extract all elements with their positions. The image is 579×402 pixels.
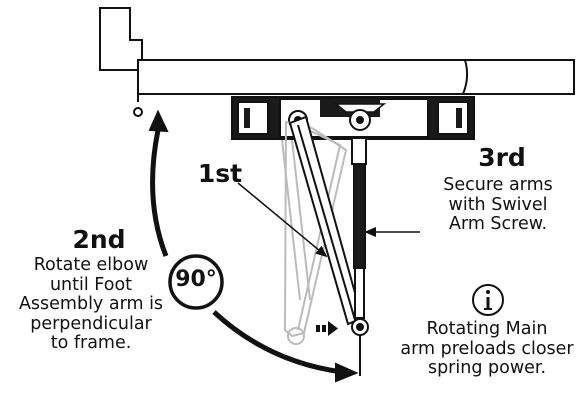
angle-badge-circle bbox=[168, 254, 224, 310]
step-1st-label: 1st bbox=[197, 159, 243, 188]
ghost-arm-positions bbox=[281, 120, 348, 345]
info-description: Rotating Main arm preloads closer spring… bbox=[396, 319, 578, 379]
step-2nd-line: to frame. bbox=[50, 333, 132, 354]
info-line: arm preloads closer bbox=[400, 338, 574, 359]
angle-badge-label: 90° bbox=[175, 267, 217, 292]
rotation-arc-arrow bbox=[148, 109, 359, 383]
rotation-direction-arrow bbox=[316, 321, 338, 336]
closer-body bbox=[231, 96, 475, 140]
leader-1st bbox=[237, 182, 328, 258]
door-frame bbox=[99, 7, 575, 117]
info-line: Rotating Main bbox=[426, 319, 548, 339]
step-3rd-line: Arm Screw. bbox=[448, 214, 548, 235]
step-3rd-label: 3rd bbox=[478, 143, 526, 172]
step-2nd-description: Rotate elbow until Foot Assembly arm is … bbox=[0, 255, 182, 354]
foot-assembly-arm bbox=[351, 137, 369, 376]
info-line: spring power. bbox=[427, 358, 547, 379]
step-3rd-description: Secure arms with Swivel Arm Screw. bbox=[420, 175, 576, 235]
step-3rd-line: with Swivel bbox=[448, 194, 548, 215]
info-icon bbox=[472, 284, 504, 316]
step-2nd-label: 2nd bbox=[72, 225, 126, 254]
step-2nd-line: Assembly arm is bbox=[18, 294, 164, 315]
step-2nd-line: Rotate elbow bbox=[33, 255, 149, 275]
step-2nd-line: until Foot bbox=[49, 274, 133, 295]
step-2nd-line: perpendicular bbox=[30, 313, 152, 334]
step-3rd-line: Secure arms bbox=[443, 175, 553, 195]
